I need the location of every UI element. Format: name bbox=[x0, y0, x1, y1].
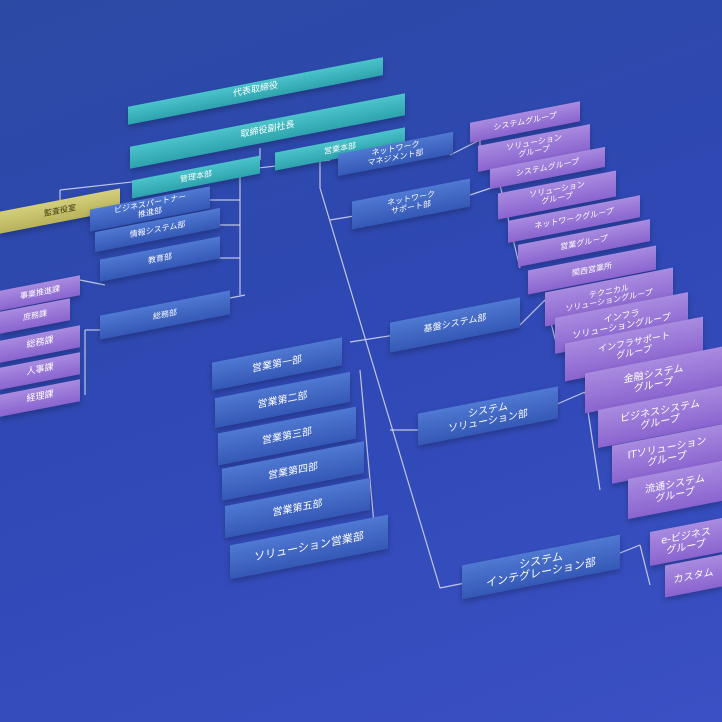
org-chart: 代表取締役取締役副社長監査役室管理本部営業本部ビジネスパートナー 推進部情報シス… bbox=[0, 57, 722, 600]
